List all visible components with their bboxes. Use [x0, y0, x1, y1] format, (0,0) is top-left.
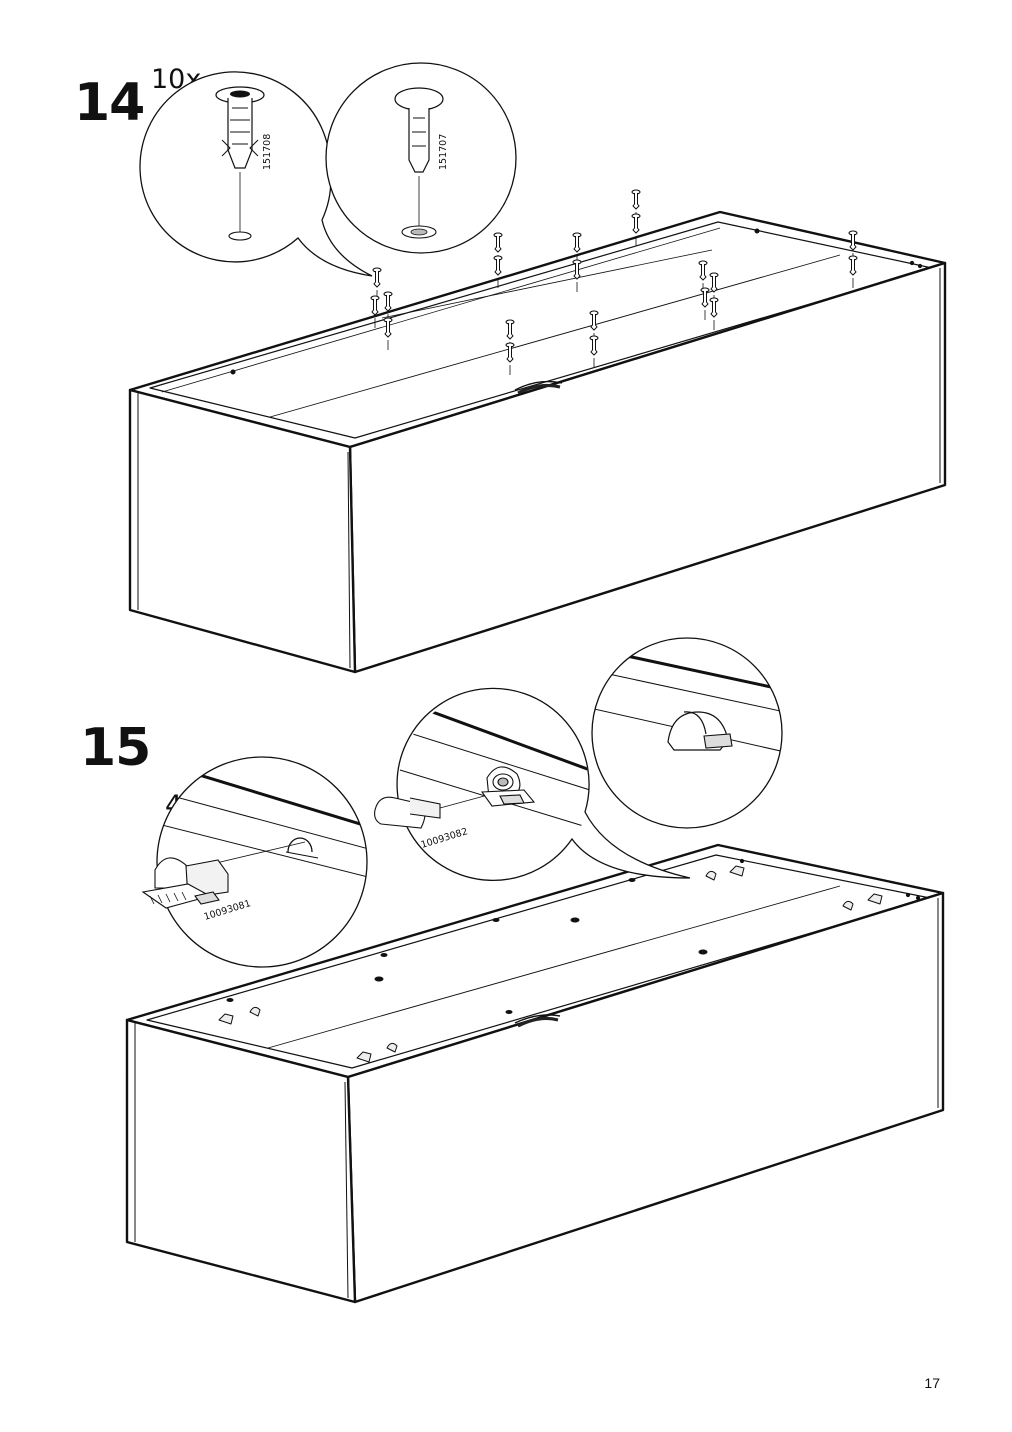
step-14-number: 14	[74, 73, 145, 133]
page-number: 17	[924, 1375, 940, 1391]
callout-result	[591, 637, 783, 829]
cap-plug-icon	[394, 87, 444, 239]
clip-part-icon	[141, 857, 229, 909]
callout-10093081: 10093081	[141, 756, 368, 968]
callout-10093082: 10093082	[374, 687, 691, 881]
step-15-number: 15	[80, 718, 151, 778]
part-label-151708: 151708	[262, 134, 273, 170]
callout-151707: 151707	[325, 62, 517, 254]
stopper-part-icon	[374, 766, 536, 829]
part-label-151707: 151707	[438, 134, 449, 170]
callout-151708: 151708	[139, 71, 373, 277]
cabinet-box-icon	[128, 210, 947, 674]
cabinet-box-icon	[125, 843, 945, 1304]
